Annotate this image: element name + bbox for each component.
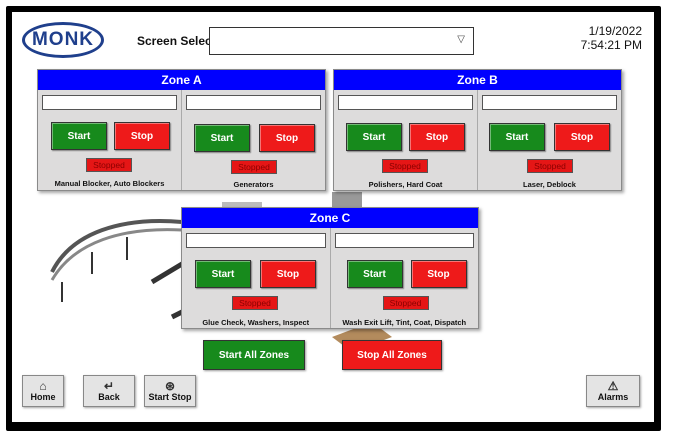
zone-a-2-stop-button[interactable]: Stop (259, 124, 315, 152)
alarms-button[interactable]: ⚠ Alarms (586, 375, 640, 407)
zone-c-2-stop-button[interactable]: Stop (410, 260, 467, 288)
zone-a-1-message-field (42, 95, 177, 110)
zone-c-2-status-badge: Stopped (382, 296, 429, 310)
zone-b-2-status-badge: Stopped (527, 159, 573, 173)
chevron-down-icon: ▽ (457, 34, 465, 45)
hmi-screen: MONK Screen Select ▽ 1/19/2022 7:54:21 P… (12, 12, 654, 422)
zone-c-1-stop-button[interactable]: Stop (260, 260, 316, 288)
start-stop-label: Start Stop (148, 392, 192, 402)
home-icon: ⌂ (39, 379, 47, 393)
zone-a-1-start-button[interactable]: Start (51, 122, 107, 150)
zone-c-1-message-field (186, 233, 326, 248)
zone-b-2-stop-button[interactable]: Stop (554, 123, 610, 151)
zone-a-panel: Zone A Start Stop Stopped Manual Blocker… (37, 69, 326, 191)
zone-b-subzone-2: Start Stop Stopped Laser, Deblock (478, 90, 621, 190)
zone-a-1-label: Manual Blocker, Auto Blockers (54, 179, 165, 188)
zone-a-subzone-1: Start Stop Stopped Manual Blocker, Auto … (38, 90, 182, 190)
zone-b-1-start-button[interactable]: Start (346, 123, 402, 151)
zone-a-2-label: Generators (233, 180, 274, 189)
zone-b-1-message-field (338, 95, 473, 110)
alarms-label: Alarms (597, 392, 629, 402)
start-stop-button[interactable]: ⊛ Start Stop (144, 375, 196, 407)
zone-b-1-stop-button[interactable]: Stop (409, 123, 465, 151)
time-text: 7:54:21 PM (580, 38, 642, 52)
zone-c-2-label: Wash Exit Lift, Tint, Coat, Dispatch (342, 318, 467, 327)
zone-c-panel: Zone C Start Stop Stopped Glue Check, Wa… (181, 207, 479, 329)
zone-a-1-stop-button[interactable]: Stop (114, 122, 170, 150)
zone-c-subzone-2: Start Stop Stopped Wash Exit Lift, Tint,… (331, 228, 479, 328)
logo-text: MONK (31, 29, 95, 50)
zone-c-2-message-field (334, 233, 474, 248)
zone-c-2-start-button[interactable]: Start (346, 260, 403, 288)
back-icon: ↵ (103, 379, 115, 393)
back-button[interactable]: ↵ Back (83, 375, 135, 407)
start-all-zones-button[interactable]: Start All Zones (203, 340, 305, 370)
zone-a-1-status-badge: Stopped (86, 158, 132, 172)
zone-a-2-start-button[interactable]: Start (194, 124, 250, 152)
zone-a-subzone-2: Start Stop Stopped Generators (182, 90, 325, 190)
datetime: 1/19/2022 7:54:21 PM (581, 24, 642, 52)
zone-c-title: Zone C (182, 208, 478, 228)
zone-b-panel: Zone B Start Stop Stopped Polishers, Har… (333, 69, 622, 191)
zone-a-2-message-field (186, 95, 321, 110)
screen-select-label: Screen Select (137, 34, 216, 48)
monk-logo: MONK (22, 22, 104, 58)
start-stop-icon: ⊛ (164, 379, 176, 393)
zone-a-2-status-badge: Stopped (231, 160, 277, 174)
zone-c-1-status-badge: Stopped (232, 296, 278, 310)
zone-b-subzone-1: Start Stop Stopped Polishers, Hard Coat (334, 90, 478, 190)
alarm-icon: ⚠ (607, 379, 619, 393)
zone-b-1-label: Polishers, Hard Coat (368, 180, 443, 189)
zone-a-title: Zone A (38, 70, 325, 90)
home-button[interactable]: ⌂ Home (22, 375, 64, 407)
back-label: Back (98, 392, 120, 402)
zone-b-title: Zone B (334, 70, 621, 90)
date-text: 1/19/2022 (588, 24, 642, 38)
zone-c-1-label: Glue Check, Washers, Inspect (202, 318, 310, 327)
screen-select-dropdown[interactable]: ▽ (209, 27, 474, 55)
zone-c-1-start-button[interactable]: Start (195, 260, 251, 288)
zone-b-2-start-button[interactable]: Start (489, 123, 545, 151)
stop-all-zones-button[interactable]: Stop All Zones (342, 340, 442, 370)
zone-b-2-message-field (482, 95, 617, 110)
zone-b-2-label: Laser, Deblock (523, 180, 576, 189)
zone-b-1-status-badge: Stopped (382, 159, 428, 173)
home-label: Home (30, 392, 56, 402)
zone-c-subzone-1: Start Stop Stopped Glue Check, Washers, … (182, 228, 331, 328)
